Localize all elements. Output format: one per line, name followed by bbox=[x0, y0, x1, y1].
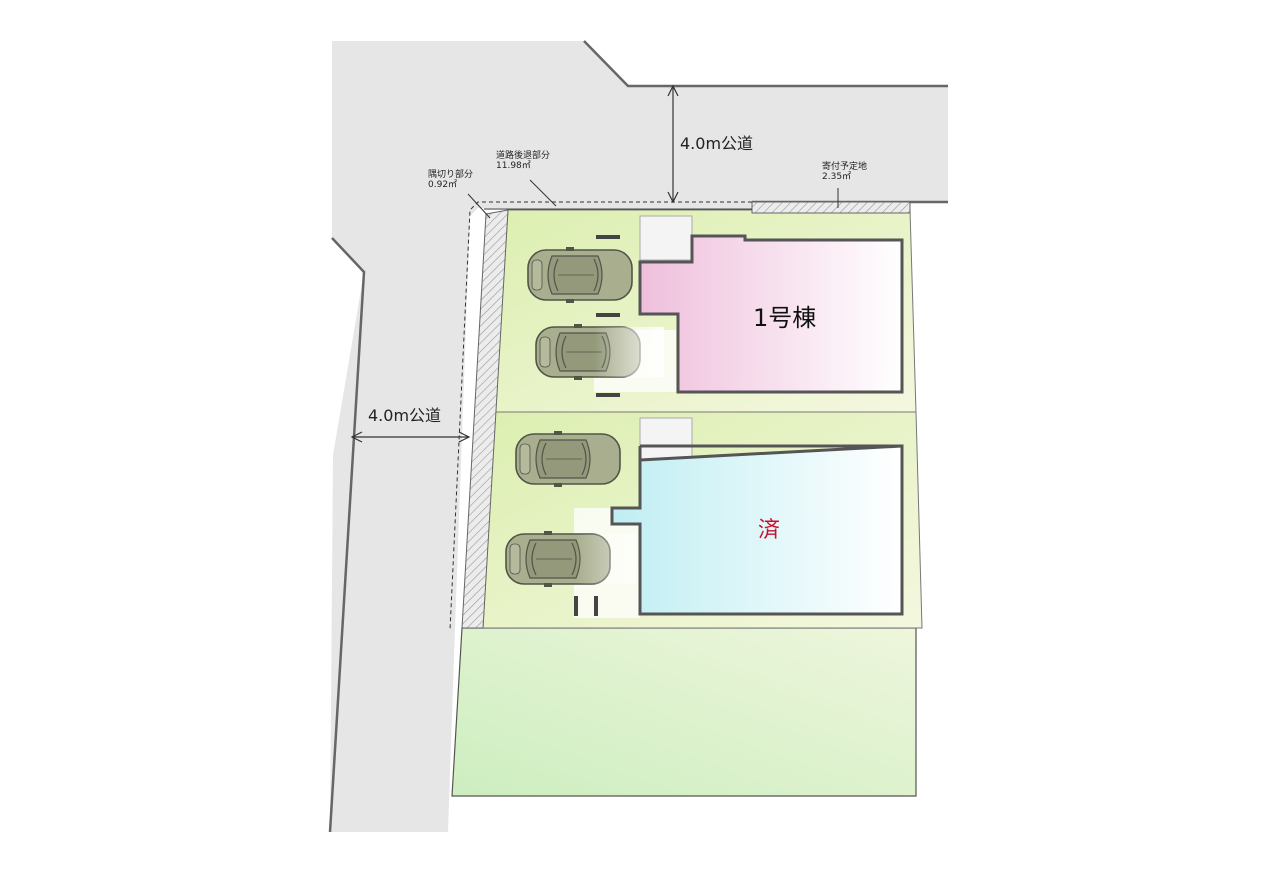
setback-dashed-line bbox=[449, 201, 752, 631]
car-4-shade bbox=[576, 534, 636, 584]
parking-mark-5 bbox=[594, 596, 598, 616]
north-dim-arrow-bottom bbox=[667, 191, 679, 204]
road-edge-west bbox=[328, 237, 366, 833]
donation-strip bbox=[751, 201, 911, 214]
west-dim-arrow-right bbox=[458, 431, 471, 443]
corner-cut-leader bbox=[467, 193, 491, 219]
north-road-label: 4.0m公道 bbox=[680, 134, 754, 153]
entrance-box-1 bbox=[639, 215, 693, 261]
parking-mark-3 bbox=[596, 393, 620, 397]
setback-area: 11.98㎡ bbox=[496, 161, 531, 172]
setback-strip bbox=[461, 209, 509, 629]
donation-name: 寄付予定地 bbox=[822, 162, 868, 172]
car-2-shade bbox=[594, 327, 664, 377]
entrance-box-2 bbox=[639, 417, 693, 461]
donation-area: 2.35㎡ bbox=[822, 172, 852, 183]
setback-annotation: 道路後退部分 11.98㎡ bbox=[496, 151, 550, 172]
west-road-label: 4.0m公道 bbox=[368, 406, 442, 425]
north-dim-arrow-top bbox=[667, 84, 679, 97]
corner-cut-name: 隅切り部分 bbox=[428, 170, 474, 180]
road-edge-north bbox=[583, 40, 948, 88]
donation-annotation: 寄付予定地 2.35㎡ bbox=[822, 162, 867, 183]
car-3 bbox=[515, 430, 621, 488]
parking-mark-2 bbox=[596, 313, 620, 317]
corner-cut-annotation: 隅切り部分 0.92㎡ bbox=[428, 170, 473, 191]
parking-mark-1 bbox=[596, 235, 620, 239]
parking-mark-4 bbox=[574, 596, 578, 616]
house-1-label: 1号棟 bbox=[753, 304, 817, 332]
corner-cut-area: 0.92㎡ bbox=[428, 180, 458, 191]
setback-name: 道路後退部分 bbox=[496, 151, 551, 161]
house-2 bbox=[610, 444, 904, 616]
house-2-sold-badge: 済 bbox=[758, 518, 781, 543]
lower-lot bbox=[451, 627, 917, 797]
house-1 bbox=[638, 234, 904, 394]
car-1 bbox=[527, 246, 633, 304]
setback-leader bbox=[529, 179, 557, 207]
west-dim-arrow-left bbox=[350, 431, 363, 443]
